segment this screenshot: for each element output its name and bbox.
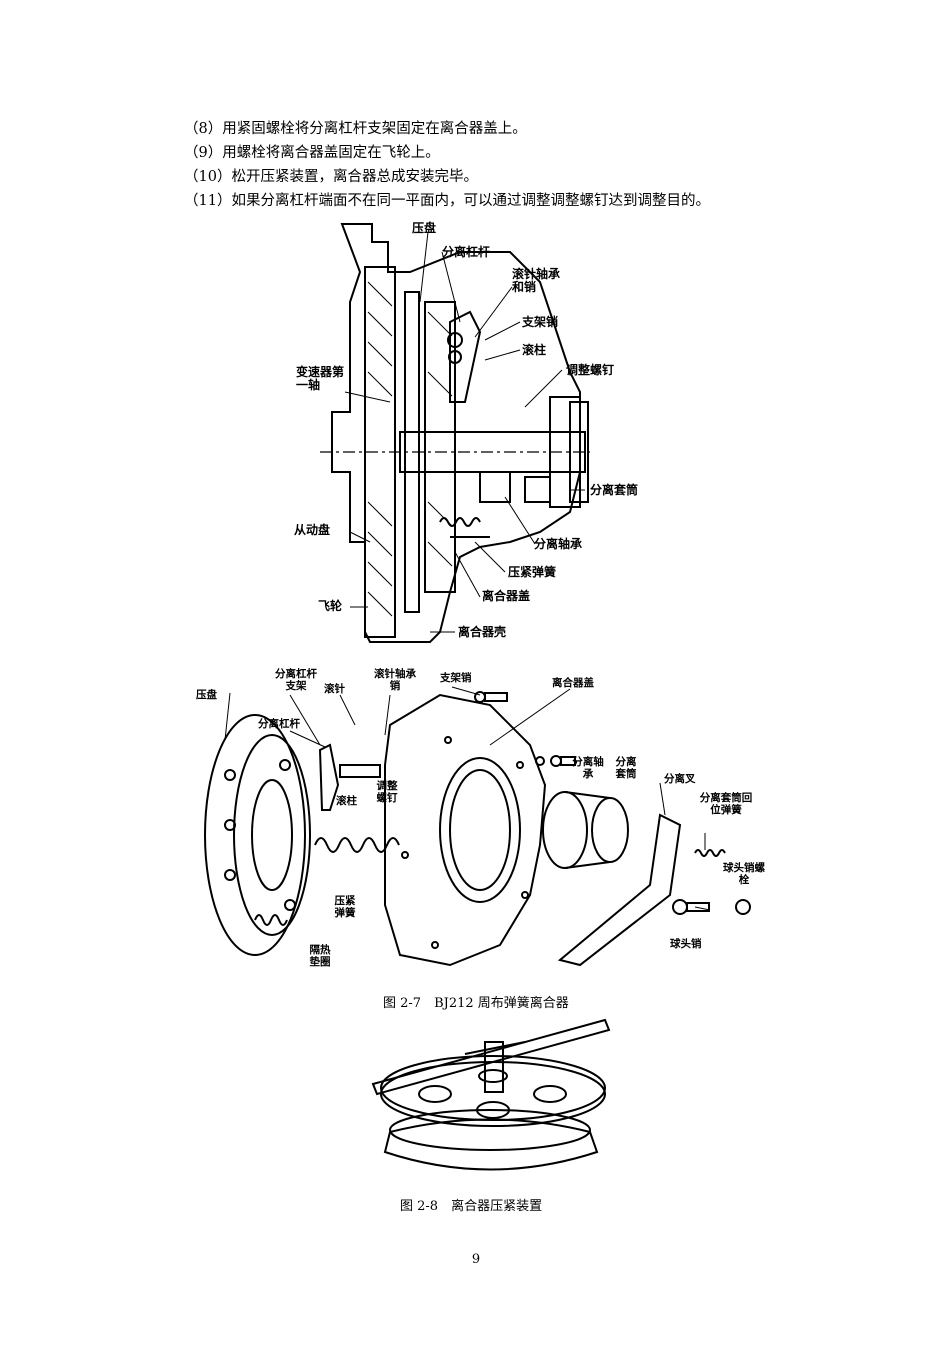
paragraph-step-11: （11）如果分离杠杆端面不在同一平面内，可以通过调整调整螺钉达到调整目的。 [184, 193, 710, 209]
label-b-pressure-plate: 压盘 [196, 689, 217, 701]
label-release-lever: 分离杠杆 [442, 245, 491, 259]
label-b-release-lever: 分离杠杆 [258, 718, 300, 730]
label-b-ball-pin: 球头销 [670, 938, 702, 950]
label-b-release-sleeve: 分离套筒 [615, 756, 637, 780]
label-b-pressure-spring: 压紧弹簧 [334, 895, 356, 919]
label-bracket-pin: 支架销 [522, 315, 559, 329]
label-release-sleeve: 分离套筒 [590, 483, 639, 497]
label-clutch-cover: 离合器盖 [482, 589, 531, 603]
label-b-needle: 滚针 [324, 683, 345, 695]
label-b-lever-bracket: 分离杠杆支架 [275, 668, 317, 692]
label-driven-disc: 从动盘 [294, 523, 331, 537]
label-b-adjusting-screw: 调整螺钉 [376, 780, 398, 804]
label-pressure-plate: 压盘 [412, 221, 437, 235]
label-b-clutch-cover: 离合器盖 [552, 677, 594, 689]
label-flywheel: 飞轮 [318, 599, 343, 613]
label-b-roller: 滚柱 [336, 795, 357, 807]
paragraph-step-8: （8）用紧固螺栓将分离杠杆支架固定在离合器盖上。 [184, 121, 527, 137]
caption-fig-2-8: 图 2-8 离合器压紧装置 [400, 1199, 543, 1214]
label-b-sleeve-return-spring: 分离套筒回位弹簧 [699, 792, 753, 816]
clutch-exploded-view-figure [204, 686, 751, 967]
label-transmission-shaft: 变速器第一轴 [296, 365, 345, 392]
paragraph-step-9: （9）用螺栓将离合器盖固定在飞轮上。 [184, 145, 440, 161]
label-b-ball-pin-bolt: 球头销螺栓 [723, 862, 765, 886]
label-release-bearing: 分离轴承 [534, 537, 583, 551]
label-adjusting-screw: 调整螺钉 [566, 363, 615, 377]
label-b-needle-bearing-pin: 滚针轴承销 [374, 668, 416, 692]
clutch-compressing-device-figure [371, 1018, 611, 1171]
label-b-release-fork: 分离叉 [664, 773, 696, 785]
page-number: 9 [471, 1252, 481, 1267]
caption-fig-2-7: 图 2-7 BJ212 周布弹簧离合器 [383, 996, 569, 1011]
label-pressure-spring: 压紧弹簧 [508, 565, 557, 579]
label-b-insulation-washer: 隔热垫圈 [309, 944, 331, 968]
label-b-release-bearing: 分离轴承 [572, 756, 604, 780]
clutch-cross-section-figure [320, 223, 590, 643]
paragraph-step-10: （10）松开压紧装置，离合器总成安装完毕。 [184, 169, 478, 185]
label-clutch-housing: 离合器壳 [458, 625, 507, 639]
label-roller: 滚柱 [522, 343, 547, 357]
label-b-bracket-pin: 支架销 [440, 672, 472, 684]
label-needle-bearing-pin: 滚针轴承和销 [512, 267, 561, 294]
